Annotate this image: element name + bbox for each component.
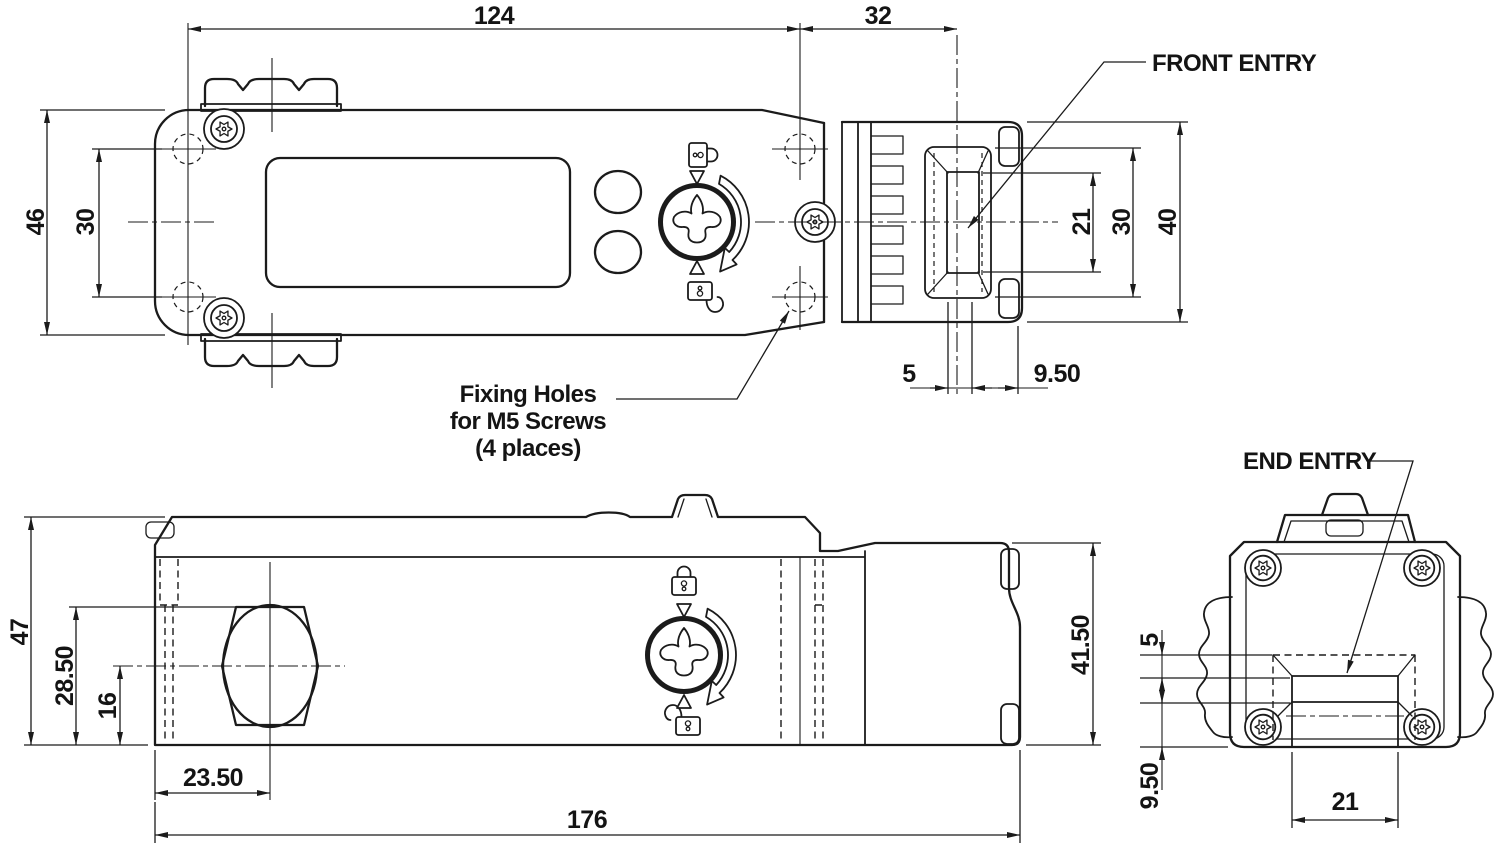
button-top [593,169,643,215]
gland-profile-right [1457,596,1494,739]
dim-label: 124 [474,2,515,30]
side-view-outline [153,493,1022,747]
dim-30-left: 30 [72,148,162,298]
front-entry-label: FRONT ENTRY [1152,50,1317,77]
triangle-down-icon [689,170,705,185]
torx-screw-icon [1245,709,1281,745]
dim-label: 32 [865,2,892,30]
callout-end-entry: END ENTRY [1243,448,1414,674]
dim-label: 9.50 [1136,763,1164,810]
top-view: 124 32 46 30 21 30 40 [22,2,1317,462]
dim-46: 46 [22,109,165,336]
dim-9-50-end: 9.50 [1136,690,1290,810]
torx-screw-icon [1404,550,1440,586]
dim-label: 5 [1136,633,1164,647]
callout-fixing-holes: Fixing Holes for M5 Screws (4 places) [450,310,790,462]
dim-16: 16 [94,666,123,745]
end-view: END ENTRY 5 9.50 21 [1136,448,1494,828]
torx-screw-icon [1404,709,1440,745]
lock-knob [645,565,737,736]
dim-32: 32 [800,2,957,32]
dim-41-50: 41.50 [1012,542,1101,746]
dim-label: 21 [1068,208,1096,235]
dim-label: 47 [6,619,34,646]
dim-5-front: 5 9.50 [902,302,1081,394]
lid-clip [145,521,175,539]
retention-clip-bottom [1000,703,1020,745]
dim-label: 30 [72,209,100,236]
dim-label: 23.50 [183,764,243,792]
triangle-up-icon [689,260,705,275]
dim-label: 28.50 [51,646,79,706]
padlock-locked-icon [688,142,719,168]
dim-label: 30 [1108,209,1136,236]
dim-label: 16 [94,693,122,720]
dim-21-end: 21 [1291,752,1399,828]
head-ribs [870,135,904,305]
fixing-holes-label-1: Fixing Holes [460,381,597,408]
dim-28-50: 28.50 [51,606,238,745]
fixing-holes-label-2: for M5 Screws [450,408,606,435]
dim-label: 40 [1154,209,1182,236]
label-window [264,156,572,289]
triangle-up-icon [676,694,692,709]
dim-label: 5 [902,360,916,388]
dim-47: 47 [6,516,165,746]
end-entry-opening [1272,654,1416,748]
fixing-holes-label-3: (4 places) [475,435,581,462]
dim-176: 176 [154,750,1021,843]
dim-label: 41.50 [1067,615,1095,675]
dim-30-right: 30 [995,147,1141,298]
retention-clip-top [998,126,1020,167]
padlock-unlocked-icon [664,704,701,736]
button-bottom [593,229,643,275]
dim-21-top: 21 [983,172,1101,273]
lock-knob [658,142,750,313]
retention-clip-top [1000,548,1020,590]
callout-front-entry: FRONT ENTRY [967,50,1317,229]
dim-label: 9.50 [1034,360,1081,388]
triangle-down-icon [676,603,692,618]
torx-screw-icon [204,298,244,338]
fixing-holes [160,23,828,345]
dim-label: 21 [1332,788,1359,816]
dim-124: 124 [188,2,800,32]
torx-screw-icon [204,109,244,149]
side-view: 47 28.50 16 23.50 176 41.50 [6,493,1101,843]
cable-gland-clamp-top [203,77,339,108]
retention-clip-bottom [998,278,1020,319]
dim-5-end: 5 [1136,630,1290,790]
dim-label: 176 [567,806,607,834]
torx-screw-icon [1245,550,1281,586]
end-view-body-outline [1228,540,1462,749]
gland-profile-left [1196,596,1233,739]
cable-gland-clamp-bottom [203,337,339,368]
dim-label: 46 [22,209,50,236]
dim-40: 40 [1027,121,1188,323]
padlock-locked-icon [671,565,697,596]
dim-23-50: 23.50 [154,750,270,800]
padlock-unlocked-icon [687,281,724,313]
end-entry-label: END ENTRY [1243,448,1377,475]
